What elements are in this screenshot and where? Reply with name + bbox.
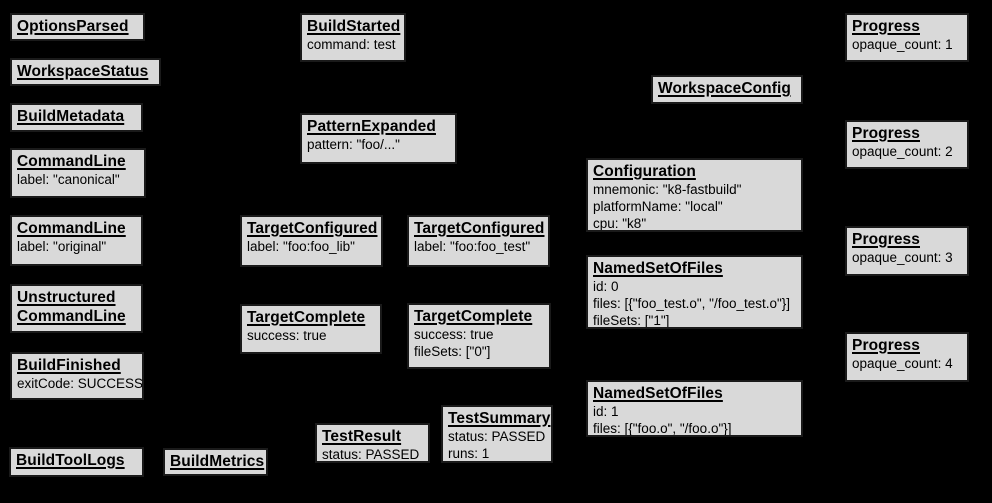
node-title: Progress — [852, 231, 920, 248]
node-title: Progress — [852, 125, 920, 142]
node-title: PatternExpanded — [307, 118, 436, 135]
node-progress-2: Progress opaque_count: 2 — [845, 120, 969, 169]
node-title: Configuration — [593, 163, 696, 180]
node-build-metadata: BuildMetadata — [10, 103, 143, 132]
node-pattern-expanded: PatternExpanded pattern: "foo/..." — [300, 113, 457, 164]
node-field: platformName: "local" — [593, 199, 723, 214]
node-workspace-status: WorkspaceStatus — [10, 58, 161, 86]
node-build-tool-logs: BuildToolLogs — [9, 447, 144, 477]
node-field: id: 0 — [593, 279, 619, 294]
node-field: success: true — [414, 327, 494, 342]
node-field: label: "foo:foo_test" — [414, 239, 531, 254]
node-target-complete-lib: TargetComplete success: true — [240, 304, 382, 354]
node-target-configured-foo-test: TargetConfigured label: "foo:foo_test" — [407, 215, 550, 267]
node-title: NamedSetOfFiles — [593, 260, 723, 277]
node-field: pattern: "foo/..." — [307, 137, 400, 152]
node-field: opaque_count: 2 — [852, 144, 953, 159]
node-command-line-original: CommandLine label: "original" — [10, 215, 143, 266]
node-field: files: [{"foo_test.o", "/foo_test.o"}] — [593, 296, 791, 311]
node-target-configured-foo-lib: TargetConfigured label: "foo:foo_lib" — [240, 215, 383, 267]
node-title: BuildMetrics — [170, 453, 265, 470]
node-unstructured-command-line: Unstructured CommandLine — [10, 284, 143, 333]
node-field: exitCode: SUCCESS — [17, 376, 144, 391]
node-title: WorkspaceStatus — [17, 63, 149, 80]
node-named-set-of-files-0: NamedSetOfFiles id: 0 files: [{"foo_test.… — [586, 255, 803, 329]
node-progress-1: Progress opaque_count: 1 — [845, 13, 969, 62]
node-title: OptionsParsed — [17, 18, 129, 35]
node-field: id: 1 — [593, 404, 619, 419]
node-workspace-config: WorkspaceConfig — [651, 75, 803, 104]
node-title: BuildMetadata — [17, 108, 125, 125]
node-field: fileSets: ["0"] — [414, 344, 491, 359]
node-field: files: [{"foo.o", "/foo.o"}] — [593, 421, 732, 436]
node-field: runs: 1 — [448, 446, 490, 461]
node-field: fileSets: ["1"] — [593, 313, 670, 328]
node-title: CommandLine — [17, 220, 126, 237]
node-field: command: test — [307, 37, 396, 52]
node-title: TargetComplete — [414, 308, 533, 325]
node-title: TestSummary — [448, 410, 551, 427]
node-title: Progress — [852, 337, 920, 354]
node-title: NamedSetOfFiles — [593, 385, 723, 402]
node-test-summary: TestSummary status: PASSED runs: 1 — [441, 405, 553, 463]
node-field: cpu: "k8" — [593, 216, 647, 231]
node-build-finished: BuildFinished exitCode: SUCCESS — [10, 352, 144, 400]
node-title: Unstructured CommandLine — [17, 289, 126, 325]
node-field: label: "canonical" — [17, 172, 120, 187]
node-title: Progress — [852, 18, 920, 35]
node-title: TargetConfigured — [247, 220, 378, 237]
node-title: TargetComplete — [247, 309, 366, 326]
node-title: BuildFinished — [17, 357, 121, 374]
node-options-parsed: OptionsParsed — [10, 13, 145, 41]
node-title: TestResult — [322, 428, 402, 445]
node-field: status: PASSED — [322, 447, 420, 462]
node-field: success: true — [247, 328, 327, 343]
node-title: TargetConfigured — [414, 220, 545, 237]
node-field: mnemonic: "k8-fastbuild" — [593, 182, 742, 197]
node-progress-3: Progress opaque_count: 3 — [845, 226, 969, 276]
node-configuration: Configuration mnemonic: "k8-fastbuild" pl… — [586, 158, 803, 232]
node-build-started: BuildStarted command: test — [300, 13, 406, 62]
node-named-set-of-files-1: NamedSetOfFiles id: 1 files: [{"foo.o", "… — [586, 380, 803, 437]
node-target-complete-test: TargetComplete success: true fileSets: ["… — [407, 303, 551, 369]
node-field: opaque_count: 3 — [852, 250, 953, 265]
node-test-result: TestResult status: PASSED — [315, 423, 430, 463]
node-progress-4: Progress opaque_count: 4 — [845, 332, 969, 382]
node-title: WorkspaceConfig — [658, 80, 791, 97]
node-command-line-canonical: CommandLine label: "canonical" — [10, 148, 146, 198]
node-build-metrics: BuildMetrics — [163, 448, 268, 476]
node-title: BuildStarted — [307, 18, 401, 35]
node-field: opaque_count: 4 — [852, 356, 953, 371]
node-field: status: PASSED — [448, 429, 546, 444]
node-title: BuildToolLogs — [16, 452, 125, 469]
node-field: opaque_count: 1 — [852, 37, 953, 52]
node-field: label: "foo:foo_lib" — [247, 239, 355, 254]
node-field: label: "original" — [17, 239, 107, 254]
node-title: CommandLine — [17, 153, 126, 170]
